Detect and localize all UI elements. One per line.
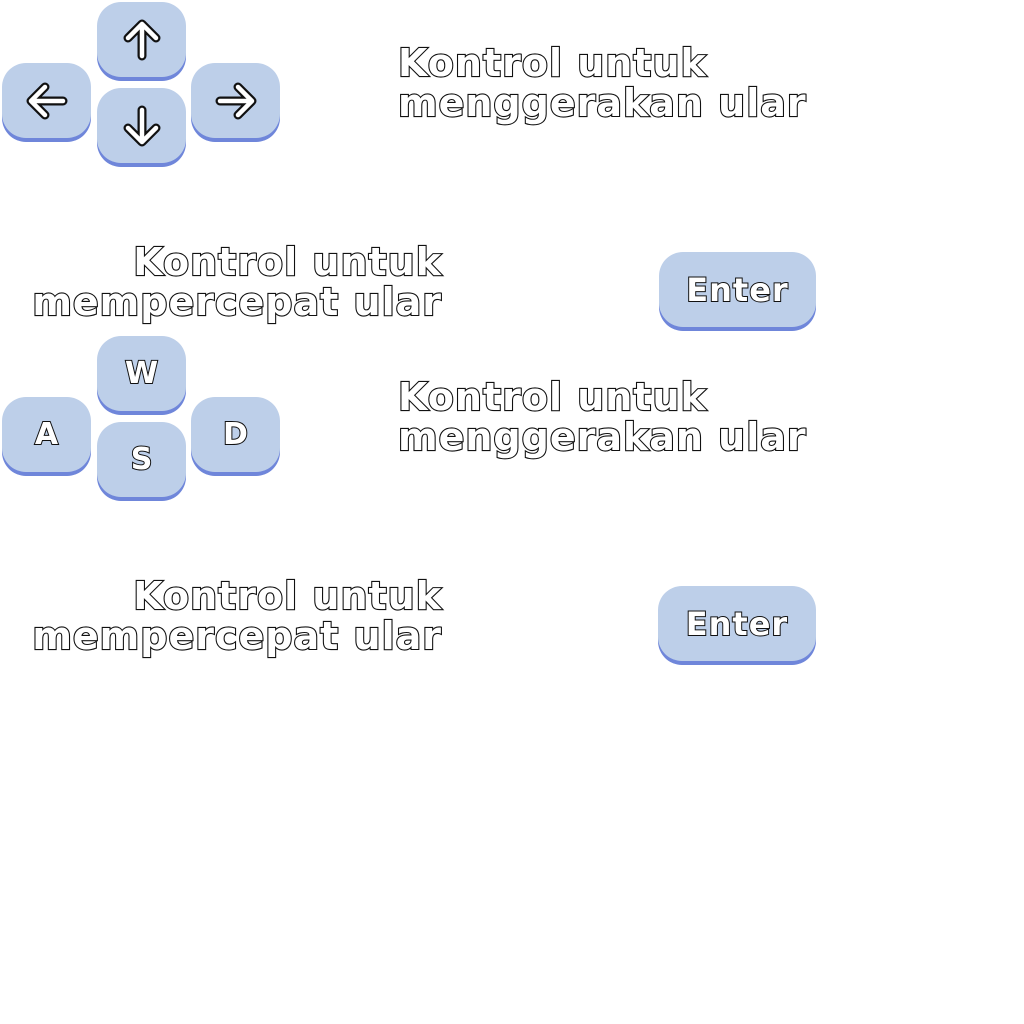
- arrow-keys-caption: Kontrol untuk menggerakan ular: [397, 41, 807, 125]
- enter-key[interactable]: Enter: [659, 252, 816, 327]
- enter-key-caption: Kontrol untuk mempercepat ular: [31, 240, 442, 324]
- caption-line: menggerakan ular: [397, 415, 807, 459]
- caption-line: menggerakan ular: [397, 81, 807, 125]
- w-key-label: W: [124, 355, 159, 391]
- arrow-up-key[interactable]: [97, 2, 186, 77]
- d-key-label: D: [222, 416, 249, 452]
- arrow-left-key[interactable]: [2, 63, 91, 138]
- s-key[interactable]: S: [97, 422, 186, 497]
- caption-line: Kontrol untuk: [397, 41, 707, 85]
- arrow-left-icon: [26, 82, 67, 119]
- a-key[interactable]: A: [2, 397, 91, 472]
- caption-line: Kontrol untuk: [132, 574, 442, 618]
- enter-key[interactable]: Enter: [658, 586, 816, 661]
- arrow-right-icon: [215, 82, 256, 119]
- enter-key-label: Enter: [685, 270, 789, 309]
- arrow-down-icon: [123, 105, 160, 146]
- arrow-down-key[interactable]: [97, 88, 186, 163]
- caption-line: Kontrol untuk: [397, 375, 707, 419]
- caption-line: mempercepat ular: [31, 280, 442, 324]
- enter-key-label: Enter: [685, 604, 789, 643]
- arrow-right-key[interactable]: [191, 63, 280, 138]
- w-key[interactable]: W: [97, 336, 186, 411]
- caption-line: Kontrol untuk: [132, 240, 442, 284]
- enter-key-caption: Kontrol untuk mempercepat ular: [31, 574, 442, 658]
- arrow-up-icon: [123, 19, 160, 60]
- d-key[interactable]: D: [191, 397, 280, 472]
- wasd-keys-caption: Kontrol untuk menggerakan ular: [397, 375, 807, 459]
- a-key-label: A: [34, 416, 59, 452]
- s-key-label: S: [130, 441, 154, 477]
- caption-line: mempercepat ular: [31, 614, 442, 658]
